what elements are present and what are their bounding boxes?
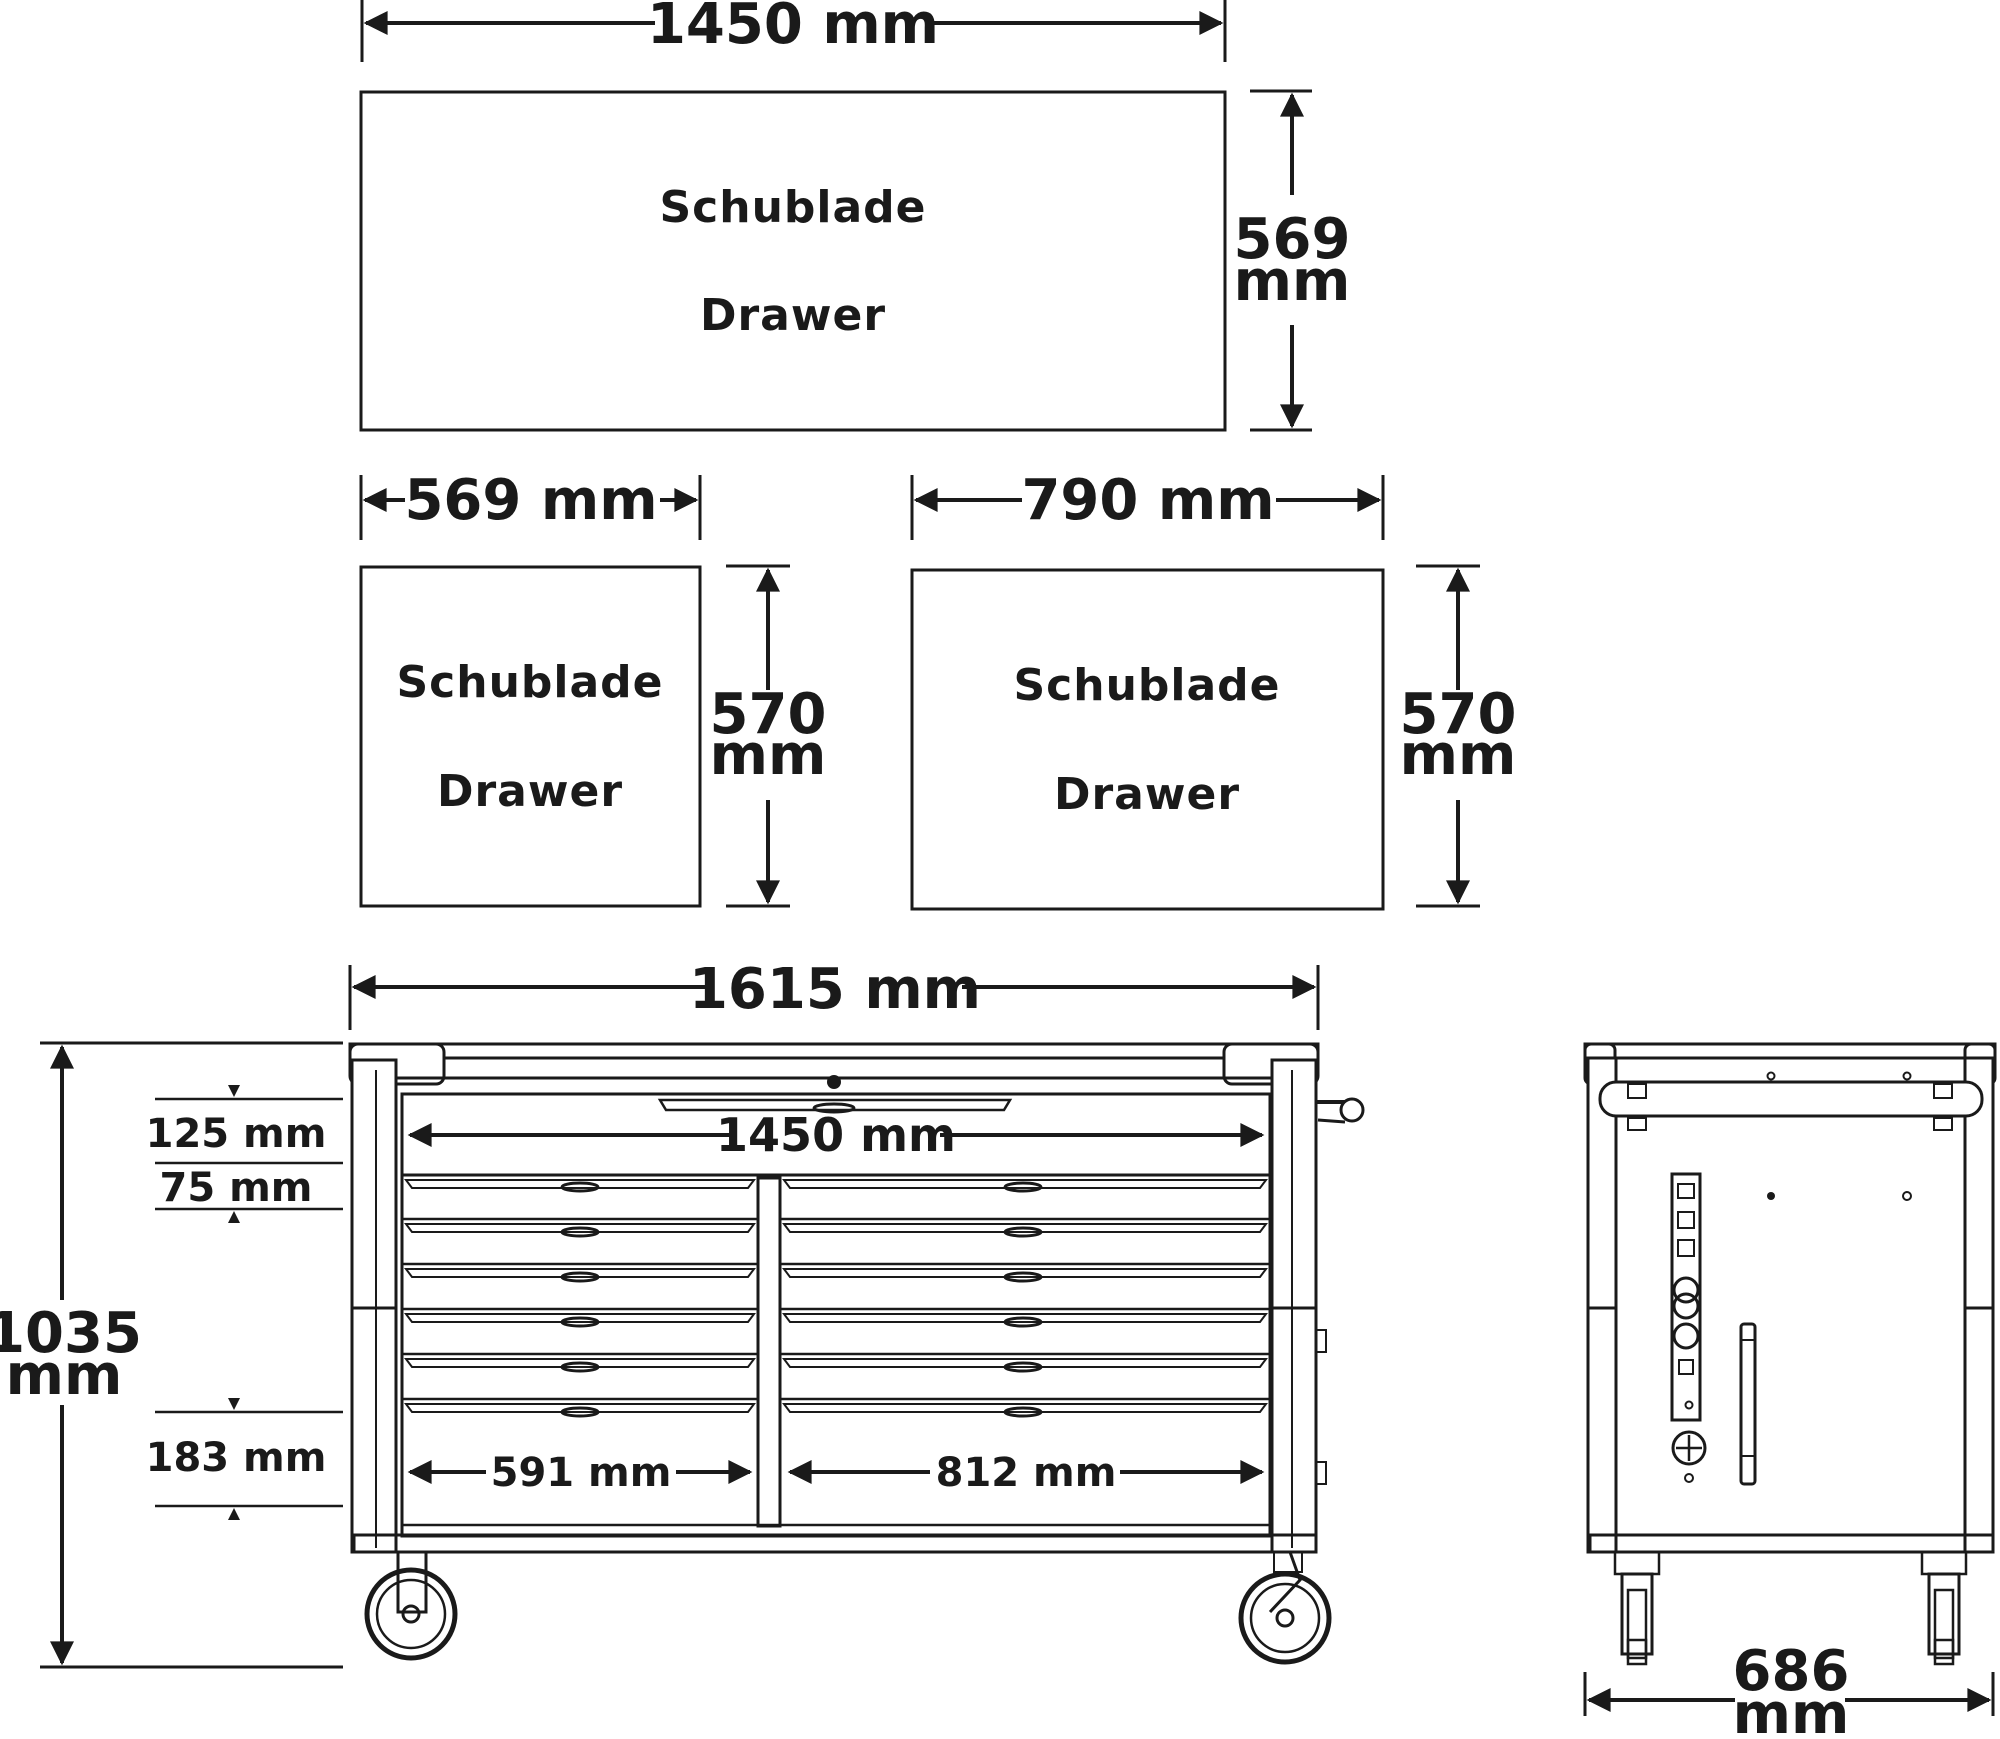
medium-drawer-label-en: Drawer (1054, 769, 1240, 820)
top-drawer-depth-number: 569 (1234, 207, 1351, 272)
bottom-drawer-height-label: 183 mm (146, 1435, 327, 1481)
side-depth-number: 686 (1733, 1639, 1850, 1704)
top-drawer-width-label: 1450 mm (647, 0, 939, 57)
right-drawer-width-label: 812 mm (936, 1450, 1117, 1496)
workbench-cabinet-front (348, 1042, 1365, 1665)
front-view: 1615 mm 1035 mm 125 mm 75 mm 183 mm (0, 957, 1365, 1669)
medium-drawer-depth-unit: mm (1400, 723, 1517, 788)
side-view: 686 mm (1583, 1042, 1997, 1739)
front-overall-width-label: 1615 mm (689, 957, 981, 1022)
front-overall-height-unit: mm (6, 1343, 123, 1408)
small-drawer-depth-number: 570 (710, 682, 827, 747)
small-drawer-label-en: Drawer (437, 766, 623, 817)
top-drawer-outline (359, 90, 1227, 432)
front-inner-width-label: 1450 mm (716, 1108, 956, 1162)
small-drawer-outline (359, 565, 702, 908)
top-drawer-height-label: 125 mm (146, 1111, 327, 1157)
small-drawer-label-de: Schublade (396, 657, 663, 708)
workbench-cabinet-side (1583, 1042, 1997, 1666)
medium-drawer-depth-number: 570 (1400, 682, 1517, 747)
small-drawer-diagram: 569 mm Schublade Drawer 570 mm (359, 468, 827, 908)
medium-drawer-outline (910, 568, 1385, 911)
top-drawer-label-en: Drawer (700, 290, 886, 341)
medium-drawer-diagram: 790 mm Schublade Drawer 570 mm (910, 468, 1517, 911)
side-depth-unit: mm (1733, 1682, 1850, 1739)
drawer-height-label: 75 mm (160, 1165, 313, 1211)
small-drawer-width-label: 569 mm (404, 468, 657, 533)
top-drawer-diagram: 1450 mm Schublade Drawer 569 mm (359, 0, 1351, 432)
top-drawer-label-de: Schublade (659, 182, 926, 233)
left-drawer-width-label: 591 mm (491, 1450, 672, 1496)
medium-drawer-label-de: Schublade (1013, 660, 1280, 711)
front-overall-height-number: 1035 (0, 1301, 142, 1366)
top-drawer-depth-unit: mm (1234, 249, 1351, 314)
medium-drawer-width-label: 790 mm (1021, 468, 1274, 533)
small-drawer-depth-unit: mm (710, 723, 827, 788)
